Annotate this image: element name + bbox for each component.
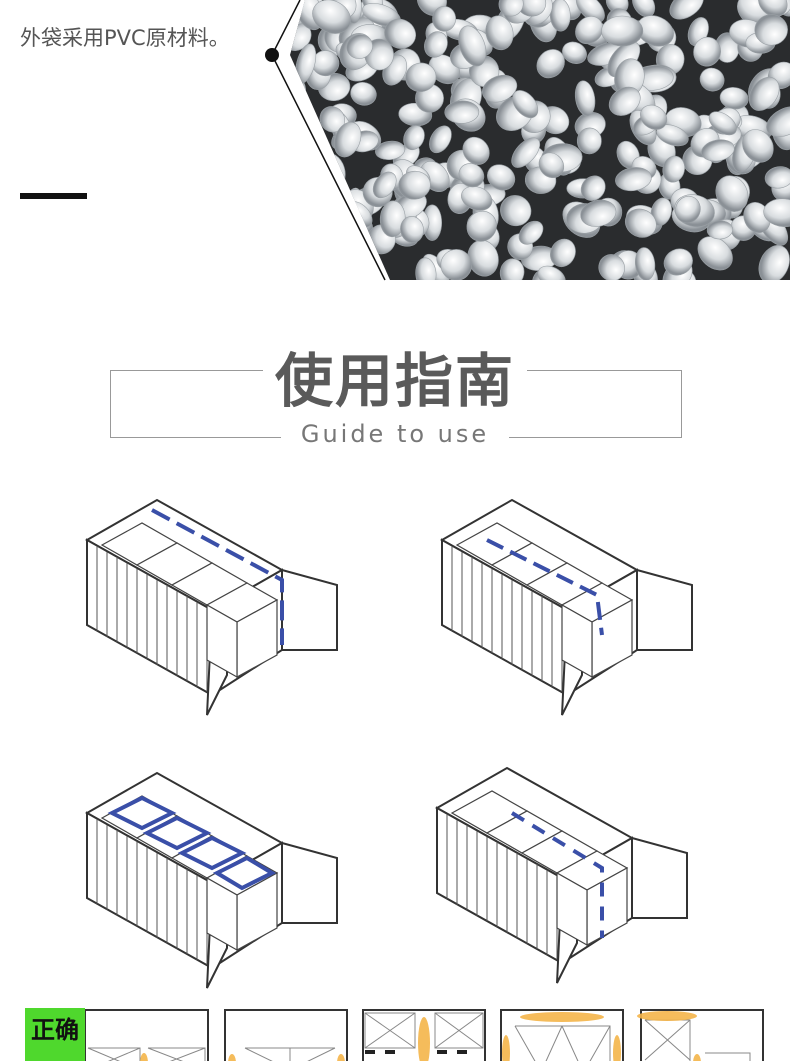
section-title: 使用指南 bbox=[262, 347, 527, 415]
liner-blue-center bbox=[510, 811, 604, 938]
decorative-bar bbox=[20, 193, 87, 199]
container-diagram-4 bbox=[436, 767, 688, 984]
liner-blue-middle bbox=[486, 538, 604, 636]
correct-badge: 正确 bbox=[25, 1008, 85, 1061]
container-diagram-2 bbox=[441, 499, 693, 716]
bullet-dot-icon bbox=[265, 48, 279, 62]
pvc-pellets-photo bbox=[265, 0, 790, 281]
container-diagram-1 bbox=[86, 499, 338, 716]
container-diagram-3 bbox=[86, 772, 338, 989]
placement-diagrams-strip bbox=[85, 1009, 764, 1061]
liner-blue-top bbox=[107, 795, 277, 891]
liner-blue-side bbox=[151, 508, 284, 645]
material-description: 外袋采用PVC原材料。 bbox=[20, 26, 230, 50]
airbag-pads bbox=[140, 1011, 701, 1061]
section-subtitle: Guide to use bbox=[280, 420, 510, 448]
